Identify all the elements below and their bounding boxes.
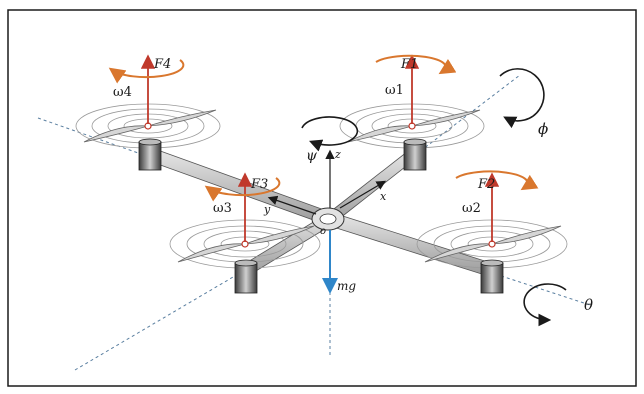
label-omega3: ω3 (213, 201, 232, 216)
label-phi: ϕ (538, 120, 548, 138)
label-omega1: ω1 (385, 83, 404, 98)
motor-3 (234, 262, 258, 294)
label-f2: F2 (477, 177, 495, 192)
label-f1: F1 (400, 57, 418, 72)
label-x: x (380, 190, 387, 203)
omega2-arc (455, 170, 539, 191)
label-omega4: ω4 (113, 85, 132, 100)
motor-2 (480, 262, 504, 294)
rotation-arcs (108, 54, 539, 202)
motor-1 (403, 141, 427, 171)
label-z: z (334, 148, 341, 161)
center-body (311, 207, 345, 231)
psi-arc (301, 116, 359, 152)
label-theta: θ (584, 296, 593, 314)
attitude-arcs (301, 68, 567, 327)
omega4-arc (108, 59, 185, 84)
label-f3: F3 (250, 177, 268, 192)
x-axis (339, 180, 387, 209)
y-axis (267, 195, 317, 215)
omega1-arc (375, 54, 457, 75)
thrust-vectors (140, 54, 500, 242)
motor-4 (138, 141, 162, 171)
motors (138, 138, 504, 294)
label-y: y (263, 203, 271, 216)
label-mg: mg (337, 279, 356, 293)
label-omega2: ω2 (462, 201, 481, 216)
omega3-arc (204, 177, 281, 202)
body-frame-axes (267, 149, 387, 215)
phi-arc (499, 68, 545, 129)
label-o: o (320, 226, 326, 237)
label-f4: F4 (153, 57, 171, 72)
figure-border (7, 9, 637, 387)
theta-arc (523, 283, 567, 327)
propeller-blades (83, 109, 562, 263)
label-psi: ψ (306, 148, 318, 164)
arm-front-left (151, 147, 331, 227)
